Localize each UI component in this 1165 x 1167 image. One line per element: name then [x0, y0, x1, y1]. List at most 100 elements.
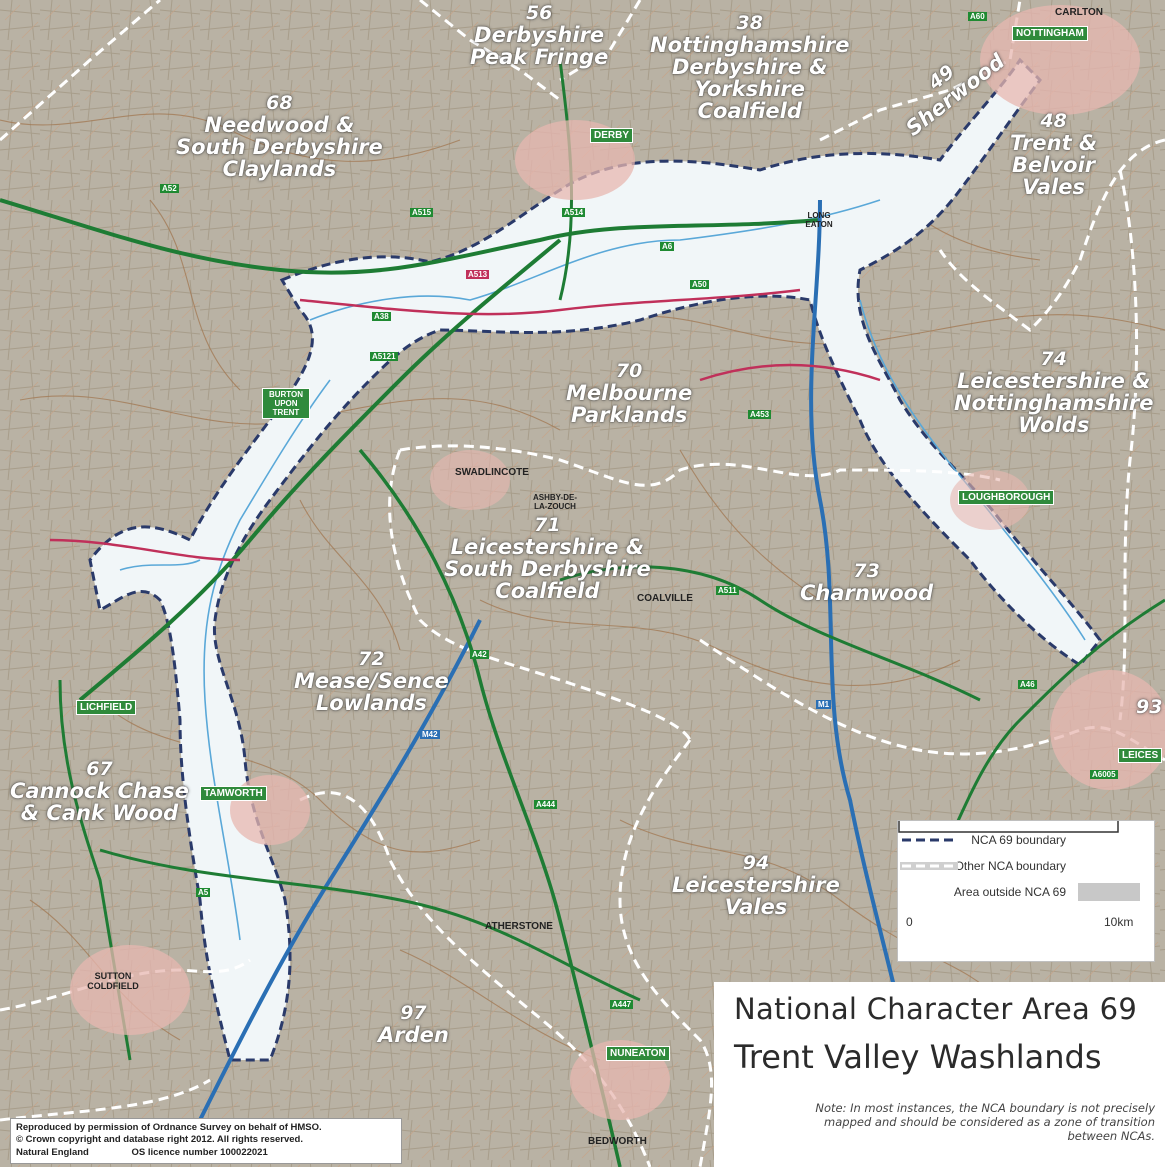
road-label: A511 — [716, 586, 739, 595]
nca-67-number: 67 — [86, 758, 113, 780]
nca-38-name: Yorkshire — [694, 77, 806, 102]
scale-bar — [898, 821, 1119, 833]
town-swadlincote: SWADLINCOTE — [455, 467, 529, 478]
nca-94-number: 94 — [742, 852, 770, 874]
nca-97-number: 97 — [400, 1002, 427, 1024]
map-legend: NCA 69 boundary Other NCA boundary Area … — [897, 820, 1155, 962]
nca-70-name: Melbourne — [566, 380, 693, 405]
nca-70-number: 70 — [615, 360, 643, 382]
legend-nca69-swatch — [902, 838, 956, 842]
map-title: National Character Area 69 — [734, 992, 1138, 1026]
nca-67-name: Cannock Chase — [10, 778, 189, 803]
nca-68-name: South Derbyshire — [176, 134, 383, 159]
nca-68-name: Needwood & — [204, 112, 355, 137]
nca-68-label: 68 Needwood & South Derbyshire Claylands — [176, 92, 383, 182]
town-ashby: ASHBY-DE-LA-ZOUCH — [532, 493, 577, 511]
nca-56-name: Peak Fringe — [470, 44, 609, 69]
nca-94-name: Leicestershire — [672, 872, 840, 897]
nca-74-number: 74 — [1040, 348, 1067, 370]
nca-68-number: 68 — [266, 92, 293, 114]
nca-74-name: Wolds — [1018, 413, 1090, 438]
town-atherstone: ATHERSTONE — [485, 921, 553, 932]
town-lichfield: LICHFIELD — [76, 700, 137, 715]
town-long-eaton: LONG EATON — [805, 211, 833, 229]
nca-97-label: 97 Arden — [378, 1002, 449, 1047]
town-carlton: CARLTON — [1055, 7, 1103, 18]
nca-48-number: 48 — [1040, 110, 1067, 132]
nca-71-label: 71 Leicestershire & South Derbyshire Coa… — [444, 514, 651, 604]
nca-71-name: South Derbyshire — [444, 556, 651, 581]
nca-48-name: Vales — [1022, 175, 1085, 200]
copyright-org: Natural England — [16, 1146, 89, 1158]
copyright-line: © Crown copyright and database right 201… — [16, 1134, 303, 1146]
road-label: A52 — [160, 184, 179, 193]
road-label: M42 — [420, 730, 440, 739]
road-label: A38 — [372, 312, 391, 321]
nca-38-number: 38 — [736, 12, 763, 34]
town-loughborough: LOUGHBOROUGH — [958, 490, 1055, 505]
road-label: A6 — [660, 242, 675, 251]
road-label: A513 — [466, 270, 490, 279]
nca-94-label: 94 Leicestershire Vales — [672, 852, 840, 918]
road-label: A6005 — [1090, 770, 1118, 779]
nca-67-name: & Cank Wood — [20, 800, 179, 825]
town-nuneaton: NUNEATON — [606, 1046, 670, 1061]
scale-start-label: 0 — [906, 915, 913, 929]
nca-74-label: 74 Leicestershire & Nottinghamshire Wold… — [954, 348, 1154, 438]
road-label: A453 — [748, 410, 772, 419]
nca-93-label: 93 — [1136, 696, 1163, 718]
road-label: A50 — [690, 280, 709, 289]
copyright-line: Reproduced by permission of Ordnance Sur… — [16, 1122, 322, 1133]
nca-72-label: 72 Mease/Sence Lowlands — [294, 648, 449, 715]
nca-72-number: 72 — [358, 648, 385, 670]
nca-74-name: Nottinghamshire — [954, 390, 1154, 415]
road-label: A5 — [196, 888, 211, 897]
nca-72-name: Lowlands — [315, 690, 427, 715]
nca-48-label: 48 Trent & Belvoir Vales — [1010, 110, 1098, 200]
road-label: A46 — [1018, 680, 1037, 689]
copyright-line-3: Natural England OS licence number 100022… — [16, 1147, 396, 1159]
nca-71-name: Coalfield — [495, 579, 600, 604]
nca-56-number: 56 — [525, 2, 553, 24]
town-sutton-coldfield: SUTTON COLDFIELD — [87, 971, 139, 991]
town-burton: BURTON UPON TRENT — [262, 388, 310, 419]
road-label: A515 — [410, 208, 434, 217]
legend-outside-label: Area outside NCA 69 — [953, 885, 1066, 899]
nca-93-number: 93 — [1136, 696, 1163, 718]
road-label: A444 — [534, 800, 558, 809]
nca-48-name: Belvoir — [1012, 152, 1096, 177]
copyright-licence: OS licence number 100022021 — [131, 1146, 268, 1158]
nca-68-name: Claylands — [222, 157, 337, 182]
nca-38-name: Nottinghamshire — [650, 32, 850, 57]
nca-73-name: Charnwood — [800, 580, 934, 605]
legend-other-label: Other NCA boundary — [954, 859, 1066, 873]
urban-areas — [70, 5, 1165, 1120]
road-label: A514 — [562, 208, 586, 217]
nca-70-name: Parklands — [570, 402, 688, 427]
nca-73-number: 73 — [853, 560, 880, 582]
town-tamworth: TAMWORTH — [200, 786, 267, 801]
scale-end-label: 10km — [1104, 915, 1134, 929]
nca-56-label: 56 Derbyshire Peak Fringe — [470, 2, 609, 69]
nca-56-name: Derbyshire — [474, 22, 605, 47]
nca-71-number: 71 — [534, 514, 561, 536]
town-coalville: COALVILLE — [637, 593, 693, 604]
road-label: A60 — [968, 12, 987, 21]
nca-38-label: 38 Nottinghamshire Derbyshire & Yorkshir… — [650, 12, 850, 124]
copyright-box: Reproduced by permission of Ordnance Sur… — [10, 1118, 402, 1164]
title-panel: National Character Area 69 Trent Valley … — [714, 982, 1165, 1167]
nca-48-name: Trent & — [1010, 130, 1098, 155]
nca-70-label: 70 Melbourne Parklands — [566, 360, 693, 427]
road-label: A447 — [610, 1000, 634, 1009]
town-leicester: LEICES — [1118, 748, 1163, 763]
legend-other-swatch — [900, 862, 958, 870]
nca-97-name: Arden — [378, 1022, 449, 1047]
town-nottingham: NOTTINGHAM — [1012, 26, 1088, 41]
nca-67-label: 67 Cannock Chase & Cank Wood — [10, 758, 189, 825]
nca-72-name: Mease/Sence — [294, 668, 449, 693]
road-label: A5121 — [370, 352, 398, 361]
nca-38-name: Coalfield — [697, 99, 802, 124]
road-label: M1 — [816, 700, 832, 709]
boundary-note: Note: In most instances, the NCA boundar… — [815, 1101, 1155, 1143]
